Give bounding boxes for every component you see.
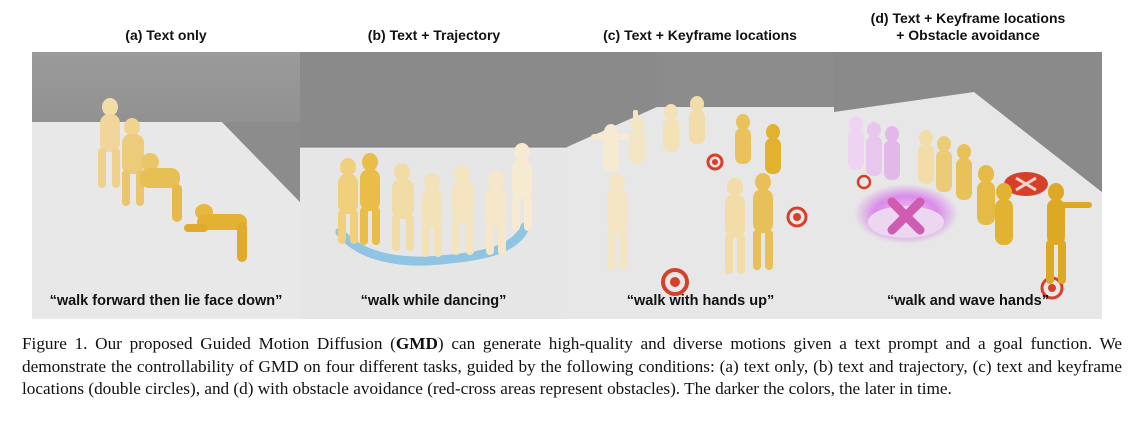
panel-c: “walk with hands up” bbox=[567, 52, 834, 319]
panel-d-render bbox=[834, 52, 1102, 319]
panel-b-title: (b) Text + Trajectory bbox=[367, 27, 501, 43]
panel-d-title: (d) Text + Keyframe locations + Obstacle… bbox=[834, 10, 1102, 44]
panel-b-render bbox=[300, 52, 567, 319]
motion-figures bbox=[848, 116, 1092, 284]
keyframe-markers bbox=[661, 153, 808, 296]
panel-d: “walk and wave hands” bbox=[834, 52, 1102, 319]
trajectory-path bbox=[335, 222, 530, 266]
panel-d-title-line1: (d) Text + Keyframe locations bbox=[870, 10, 1066, 26]
panel-b: “walk while dancing” bbox=[300, 52, 567, 319]
panel-a-render bbox=[32, 52, 300, 319]
panel-a-prompt: “walk forward then lie face down” bbox=[49, 293, 283, 309]
panel-a-title: (a) Text only bbox=[125, 27, 207, 43]
obstacle-markers bbox=[854, 172, 1064, 300]
figure-caption: Figure 1. Our proposed Guided Motion Dif… bbox=[22, 333, 1122, 401]
motion-figures bbox=[98, 98, 247, 262]
panel-a: “walk forward then lie face down” bbox=[32, 52, 300, 319]
panel-d-title-line2: + Obstacle avoidance bbox=[896, 27, 1040, 43]
motion-figures bbox=[591, 96, 781, 274]
panel-c-prompt: “walk with hands up” bbox=[626, 293, 775, 309]
panel-c-title: (c) Text + Keyframe locations bbox=[603, 27, 797, 43]
panel-d-prompt: “walk and wave hands” bbox=[887, 293, 1049, 309]
caption-part1: Figure 1. Our proposed Guided Motion Dif… bbox=[22, 334, 396, 353]
motion-figures bbox=[338, 143, 532, 257]
panel-c-render bbox=[567, 52, 834, 319]
caption-part2: ) can generate high-quality and diverse … bbox=[22, 334, 1122, 398]
panel-b-prompt: “walk while dancing” bbox=[360, 293, 507, 309]
caption-bold: GMD bbox=[395, 334, 438, 353]
